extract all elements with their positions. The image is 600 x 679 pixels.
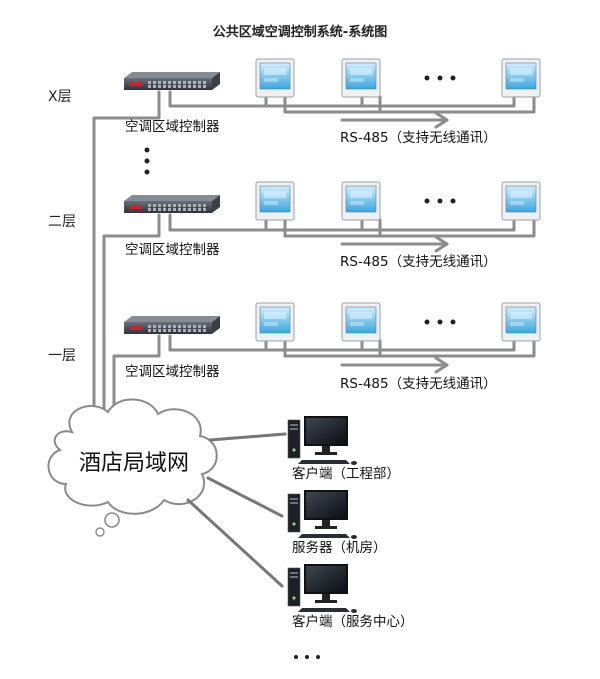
client-label: 客户端（工程部） [292,465,400,482]
bus-label: RS-485（支持无线通讯） [340,254,497,270]
ellipsis-dot [424,198,430,204]
controller-switch-icon [124,72,220,90]
lan-cloud-icon [47,398,218,537]
ellipsis-dot [144,158,150,164]
ellipsis-dot [144,169,150,175]
diagram-title: 公共区域空调控制系统-系统图 [213,24,387,40]
trunk-line-floor-x [92,90,161,422]
client-label: 服务器（机房） [292,540,387,556]
controller-switch-icon [124,195,220,213]
bus-label: RS-485（支持无线通讯） [340,376,497,392]
thermostat-icon [255,58,295,98]
thermostat-icon [341,302,381,342]
ellipsis-dot [437,75,443,81]
floor-label-x: X层 [48,89,72,105]
thermostat-icon [341,58,381,98]
floor-label-2: 二层 [48,214,76,230]
ellipsis-dot [424,319,430,325]
ellipsis-dot [450,319,456,325]
ellipsis-dot [305,655,309,659]
controller-label: 空调区域控制器 [125,119,220,135]
thermostat-icon [501,302,541,342]
controller-switch-icon [124,316,220,334]
ellipsis-dot [450,75,456,81]
controller-label: 空调区域控制器 [125,242,220,258]
trunk-line-floor-1 [112,334,161,422]
thermostat-icon [501,58,541,98]
computer-icon [287,563,358,614]
floor-label-1: 一层 [48,348,76,364]
ellipsis-dot [437,319,443,325]
ellipsis-dot [294,655,298,659]
computer-icon [287,489,358,540]
thermostat-icon [501,181,541,221]
thermostat-icon [255,181,295,221]
controller-label: 空调区域控制器 [125,364,220,380]
lan-label: 酒店局域网 [79,451,189,476]
trunk-line-floor-2 [102,213,161,422]
computer-icon [287,415,358,466]
client-label: 客户端（服务中心） [292,613,414,630]
thermostat-icon [341,181,381,221]
ellipsis-dot [450,198,456,204]
ellipsis-dot [437,198,443,204]
bus-label: RS-485（支持无线通讯） [340,130,497,146]
thermostat-icon [255,302,295,342]
ellipsis-dot [316,655,320,659]
ellipsis-dot [424,75,430,81]
ellipsis-dot [144,147,150,153]
